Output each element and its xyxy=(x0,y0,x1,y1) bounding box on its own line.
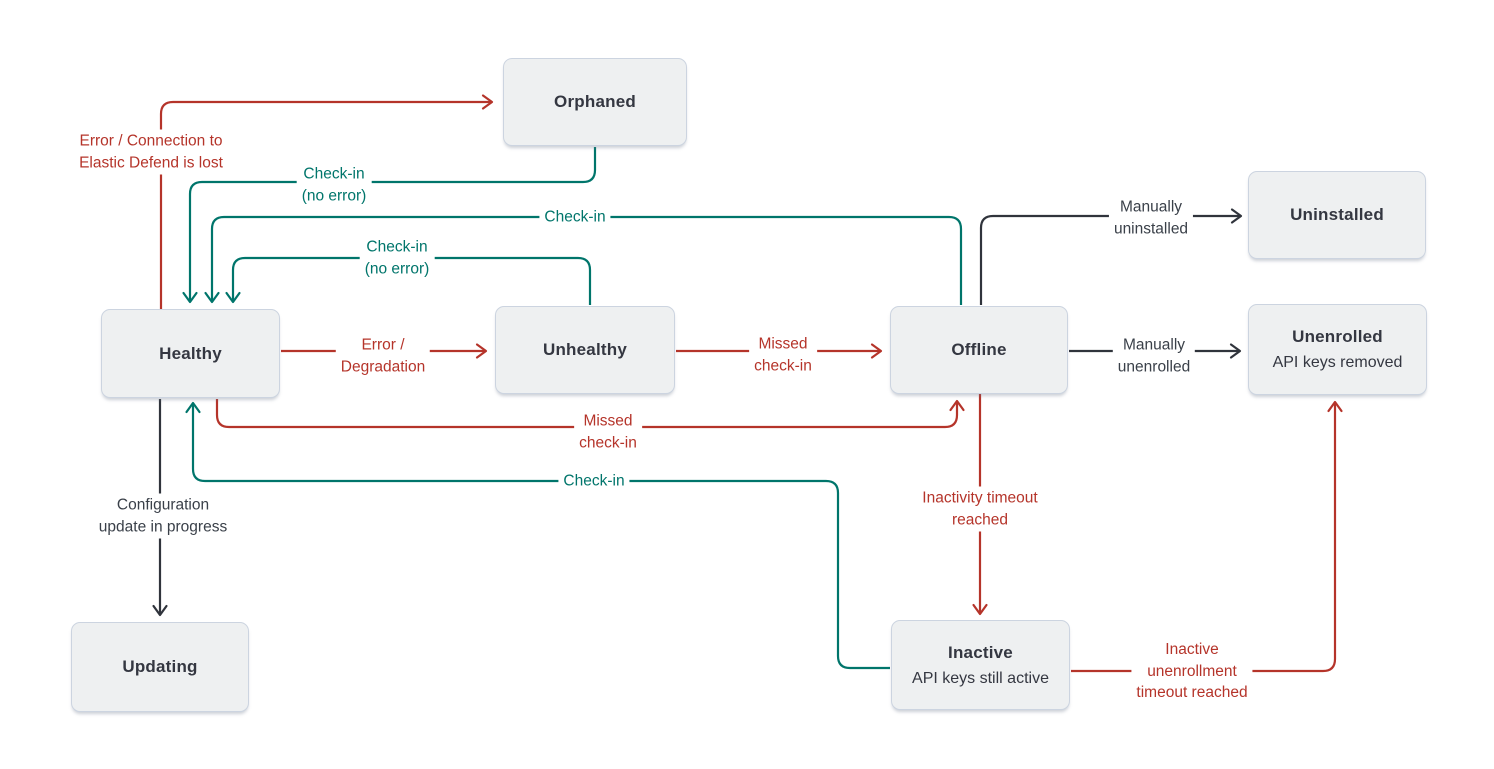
edge-orphaned-healthy xyxy=(182,147,597,304)
node-unhealthy: Unhealthy xyxy=(495,306,675,394)
edge-label-unhealthy-offline: Missed check-in xyxy=(749,332,817,378)
edge-label-healthy-orphaned: Error / Connection to Elastic Defend is … xyxy=(74,129,228,175)
node-healthy: Healthy xyxy=(101,309,280,398)
node-unenrolled-label: Unenrolled xyxy=(1292,327,1383,346)
edge-label-offline-healthy: Check-in xyxy=(539,205,611,229)
edge-label-offline-inactive: Inactivity timeout reached xyxy=(917,486,1043,532)
edge-label-healthy-offline: Missed check-in xyxy=(574,409,642,455)
node-uninstalled: Uninstalled xyxy=(1248,171,1426,259)
node-inactive: Inactive API keys still active xyxy=(891,620,1070,710)
node-unenrolled: Unenrolled API keys removed xyxy=(1248,304,1427,395)
node-updating: Updating xyxy=(71,622,249,712)
edge-label-healthy-unhealthy: Error / Degradation xyxy=(335,333,431,379)
node-inactive-sublabel: API keys still active xyxy=(912,669,1049,687)
node-unhealthy-label: Unhealthy xyxy=(543,340,627,359)
node-offline: Offline xyxy=(890,306,1068,394)
edge-label-offline-unenrolled: Manually unenrolled xyxy=(1112,333,1196,379)
node-orphaned-label: Orphaned xyxy=(554,92,636,111)
edge-label-offline-uninstalled: Manually uninstalled xyxy=(1108,195,1194,241)
edge-label-inactive-unenrolled: Inactive unenrollment timeout reached xyxy=(1131,637,1253,705)
node-unenrolled-sublabel: API keys removed xyxy=(1272,354,1403,371)
node-healthy-label: Healthy xyxy=(159,343,222,363)
edge-label-unhealthy-healthy: Check-in (no error) xyxy=(359,235,435,281)
node-offline-label: Offline xyxy=(951,340,1007,359)
edge-healthy-orphaned xyxy=(159,94,494,309)
node-updating-label: Updating xyxy=(122,657,198,676)
edge-offline-uninstalled xyxy=(979,208,1243,305)
node-uninstalled-label: Uninstalled xyxy=(1290,205,1384,224)
edge-label-inactive-healthy: Check-in xyxy=(558,469,630,493)
edge-label-healthy-updating: Configuration update in progress xyxy=(93,493,233,539)
edge-label-orphaned-healthy: Check-in (no error) xyxy=(296,162,372,208)
node-inactive-label: Inactive xyxy=(948,642,1013,662)
edge-inactive-healthy xyxy=(185,401,890,670)
edge-inactive-unenrolled xyxy=(1071,400,1343,673)
node-orphaned: Orphaned xyxy=(503,58,687,146)
